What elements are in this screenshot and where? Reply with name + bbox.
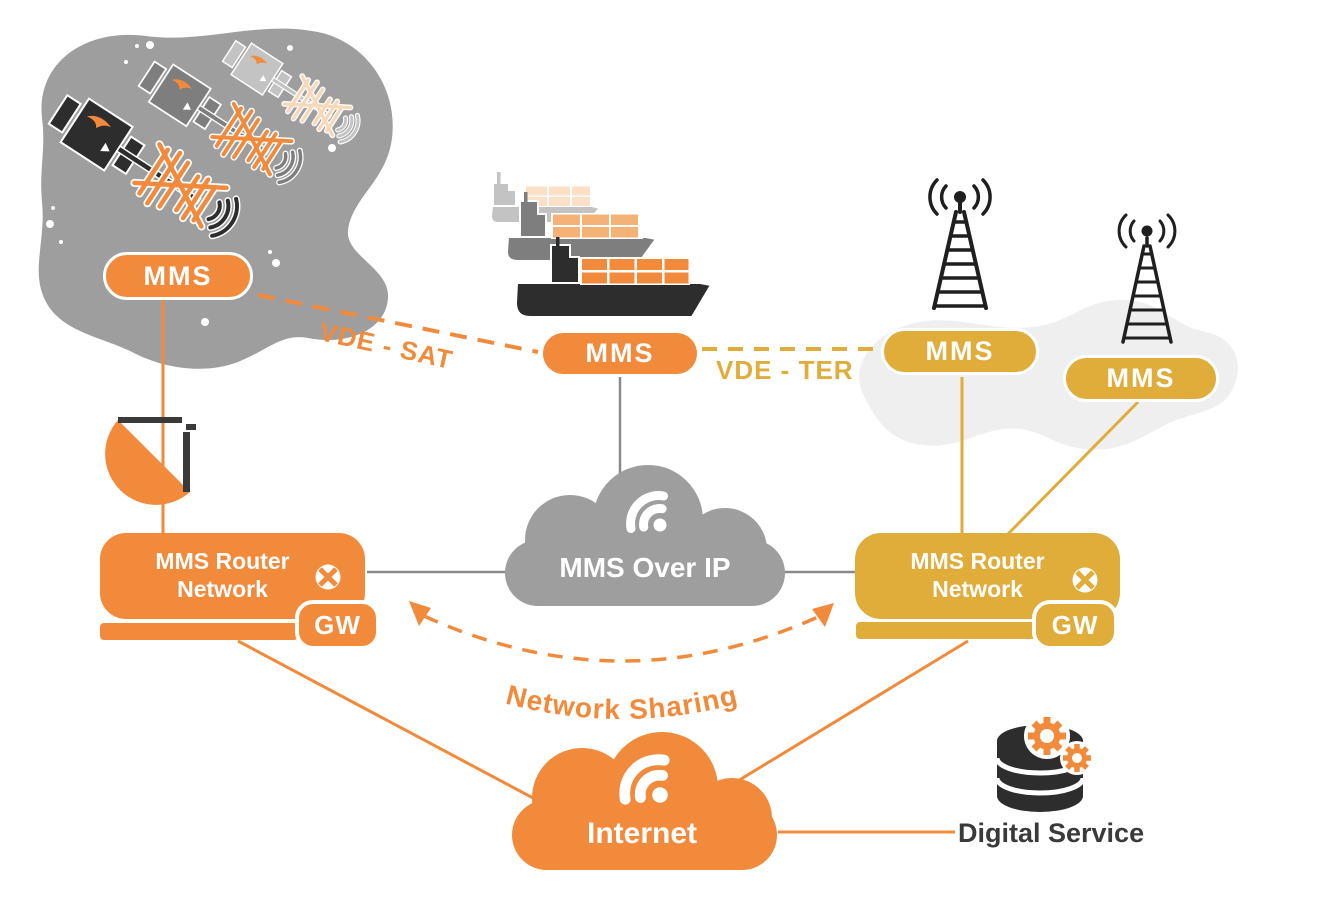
satellite-icon-back bbox=[221, 39, 361, 145]
mms-badge-ship: MMS bbox=[540, 330, 700, 377]
router-right-label: MMS Router Network bbox=[910, 548, 1045, 602]
ship-icon bbox=[489, 172, 713, 318]
gateway-left-label: GW bbox=[314, 609, 361, 640]
satellite-icon-front bbox=[47, 93, 241, 240]
crossed-circle-icon bbox=[1072, 567, 1098, 593]
gateway-badge-left: GW bbox=[295, 600, 380, 650]
crossed-circle-icon bbox=[315, 564, 341, 590]
satellite-icon-middle bbox=[137, 60, 304, 186]
connector-lines bbox=[161, 300, 1140, 834]
router-right-bar bbox=[856, 622, 1038, 639]
mms-badge-terrestrial-1: MMS bbox=[881, 328, 1039, 375]
gateway-badge-right: GW bbox=[1032, 600, 1118, 650]
mms-over-ip-cloud bbox=[505, 465, 785, 606]
mms-over-ip-label: MMS Over IP bbox=[559, 552, 731, 583]
router-left-label: MMS Router Network bbox=[155, 548, 290, 602]
radio-tower-icon-1 bbox=[928, 178, 992, 310]
digital-service-label: Digital Service bbox=[958, 818, 1145, 848]
mms-satellite-label: MMS bbox=[143, 260, 213, 291]
mms-ship-label: MMS bbox=[585, 338, 655, 368]
mms-terrestrial-2-label: MMS bbox=[1106, 363, 1176, 393]
gateway-right-label: GW bbox=[1051, 609, 1099, 640]
wifi-icon-internet bbox=[619, 754, 670, 805]
satellite-dish-icon bbox=[105, 417, 196, 505]
internet-cloud bbox=[512, 732, 777, 870]
mms-badge-terrestrial-2: MMS bbox=[1063, 355, 1219, 402]
wifi-icon-mms-over-ip bbox=[626, 491, 669, 534]
space-blob bbox=[38, 28, 393, 369]
internet-label: Internet bbox=[586, 817, 697, 850]
router-left-bar bbox=[100, 623, 298, 640]
star-dots bbox=[46, 39, 336, 326]
mms-terrestrial-1-label: MMS bbox=[925, 336, 995, 366]
radio-tower-icon-2 bbox=[1117, 213, 1177, 344]
mms-badge-satellite: MMS bbox=[103, 252, 253, 300]
network-sharing-label: Network Sharing bbox=[503, 679, 741, 725]
vde-ter-label: VDE - TER bbox=[716, 355, 854, 385]
network-sharing-arrows bbox=[409, 601, 834, 663]
gears-icon bbox=[1024, 713, 1094, 775]
vde-sat-link-line bbox=[257, 293, 539, 354]
